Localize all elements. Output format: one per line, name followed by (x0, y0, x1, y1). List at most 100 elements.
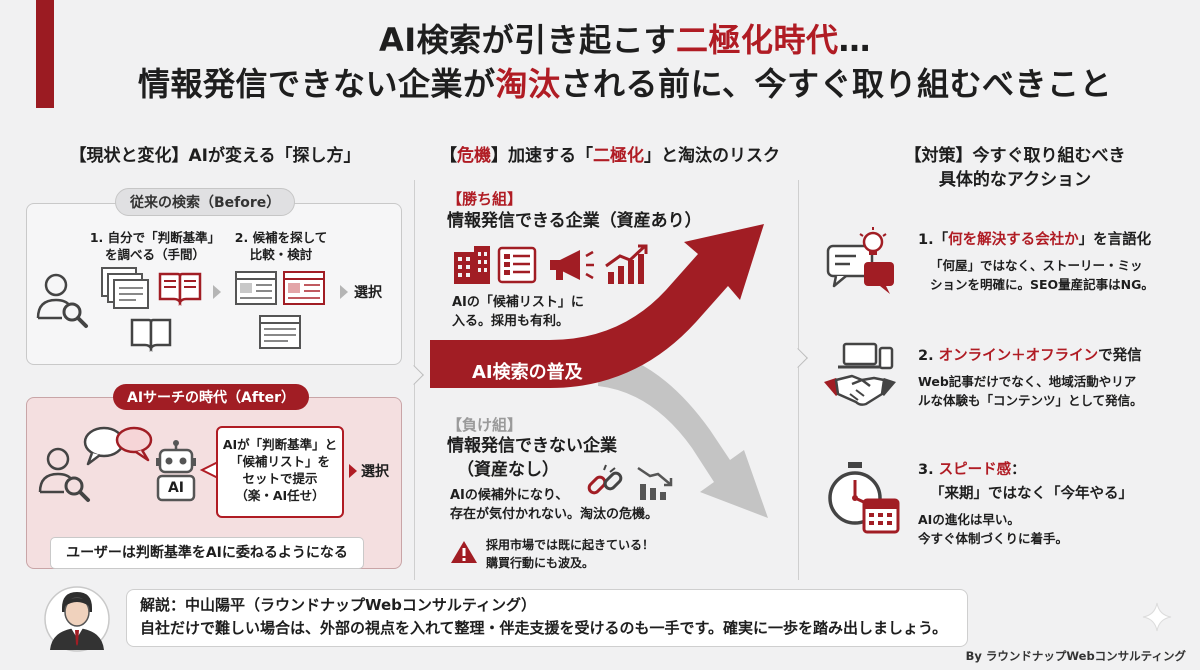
title-line-2: 情報発信できない企業が淘汰される前に、今すぐ取り組むべきこと (60, 62, 1190, 106)
before-arrow-2 (340, 285, 348, 299)
arrow-label: AI検索の普及 (472, 362, 583, 383)
title-line2-text: 情報発信できない企業が (137, 65, 496, 103)
title-accent-bar (36, 0, 54, 108)
mid-heading-highlight: 二極化 (593, 146, 644, 166)
action-1-text: 「何屋」ではなく、ストーリー・ミッ ションを明確に。SEO量産記事はNG。 (930, 256, 1154, 294)
winners-text: AIの「候補リスト」に 入る。採用も有利。 (452, 293, 584, 331)
action-3-num: 3. (918, 462, 939, 478)
action-3-text: AIの進化は早い。 今すぐ体制づくりに着手。 (918, 510, 1068, 548)
title-line1-text: AI検索が引き起こす (378, 21, 677, 59)
losers-title-line1: 情報発信できない企業 (447, 436, 617, 456)
title-line2-highlight: 淘汰 (495, 65, 561, 103)
action-2-highlight: オンライン＋オフライン (938, 348, 1099, 364)
commentary-box (126, 589, 968, 647)
credit-text: By ラウンドナップWebコンサルティング (965, 649, 1186, 663)
bubble-line1: AIが「判断基準」と (222, 437, 338, 452)
after-arrow (349, 464, 357, 478)
action-2-title: 2. オンライン＋オフラインで発信 (918, 346, 1142, 366)
title-line1-ellipsis: … (838, 21, 872, 59)
winners-text-line1: AIの「候補リスト」に (452, 295, 584, 310)
web-page-icon-2 (259, 315, 301, 349)
title-line-1: AI検索が引き起こす二極化時代… (60, 18, 1190, 62)
building-icon (454, 246, 490, 284)
before-step2-line2: 比較・検討 (249, 247, 313, 262)
losers-text-line1: AIの候補外になり、 (450, 488, 569, 503)
warning-line1: 採用市場では既に起きている！ (486, 538, 655, 552)
page-title: AI検索が引き起こす二極化時代… 情報発信できない企業が淘汰される前に、今すぐ取… (60, 18, 1190, 106)
before-step2-line1: 2. 候補を探して (234, 230, 328, 245)
before-pill: 従来の検索（Before） (115, 188, 296, 216)
lightbulb-chat-icon (826, 227, 894, 294)
robot-icon (156, 440, 196, 502)
before-step1-line2: を調べる（手間） (104, 247, 205, 262)
action-3-text-line1: AIの進化は早い。 (918, 512, 1020, 527)
right-column-heading: 【対策】今すぐ取り組むべき 具体的なアクション (850, 144, 1180, 192)
mid-heading-rest: 」と淘汰のリスク (644, 146, 780, 166)
action-2-num: 2. (918, 348, 939, 364)
before-arrow-1 (213, 285, 221, 299)
losers-text-line2: 存在が気付かれない。淘汰の危機。 (450, 507, 659, 522)
mid-heading-danger: 危機 (457, 146, 491, 166)
sparkle-icon (1142, 602, 1172, 632)
bubble-pointer (199, 461, 219, 479)
bubble-line3: セットで提示 (242, 471, 318, 486)
commentary-author: 解説：中山陽平（ラウンドナップWebコンサルティング） (140, 596, 537, 614)
web-page-icon-red (283, 271, 325, 305)
action-1-num: 1.「 (918, 232, 949, 248)
broken-link-icon (587, 464, 623, 495)
action-3-post: ： (1011, 462, 1026, 478)
title-line1-highlight: 二極化時代 (676, 21, 839, 59)
warning-icon (451, 541, 477, 563)
bubble-line4: （楽・AI任せ） (235, 488, 325, 503)
left-divider-chevron (404, 365, 424, 385)
user-search-icon (36, 273, 88, 328)
documents-icon (101, 267, 149, 309)
action-3-text-line2: 今すぐ体制づくりに着手。 (918, 531, 1069, 546)
mid-heading-bracket: 【 (440, 146, 457, 166)
bubble-line2: 「候補リスト」を (229, 454, 330, 469)
web-page-icon (235, 271, 277, 305)
robot-ai-label: AI (167, 480, 185, 496)
chat-bubbles-icon (83, 426, 153, 466)
before-select-label: 選択 (354, 285, 382, 301)
user-search-icon-after (38, 447, 90, 502)
before-search-box (26, 203, 402, 365)
action-3-highlight: スピード感 (938, 462, 1012, 478)
action-2-text-line2: ルな体験も「コンテンツ」として発信。 (918, 393, 1143, 408)
action-3-subtitle: 「来期」ではなく「今年やる」 (930, 486, 1133, 502)
growth-chart-icon (605, 244, 648, 284)
commentary-text: 自社だけで難しい場合は、外部の視点を入れて整理・伴走支援を受けるのも一手です。確… (140, 619, 948, 637)
action-1-title: 1.「何を解決する会社か」を言語化 (918, 230, 1151, 250)
megaphone-icon (550, 250, 594, 280)
winners-title: 情報発信できる企業（資産あり） (447, 211, 702, 231)
winners-text-line2: 入る。採用も有利。 (452, 314, 570, 329)
decline-chart-icon (637, 466, 673, 500)
losers-title: 情報発信できない企業 （資産なし） (447, 434, 617, 482)
after-summary-banner: ユーザーは判断基準をAIに委ねるようになる (50, 537, 364, 569)
right-divider (798, 180, 799, 580)
before-step1: 1. 自分で「判断基準」 を調べる（手間） (80, 229, 230, 263)
action-1-text-line2: ションを明確に。SEO量産記事はNG。 (930, 277, 1154, 292)
list-icon (497, 246, 537, 284)
action-2-post: で発信 (1098, 348, 1142, 364)
losers-title-line2: （資産なし） (457, 460, 559, 480)
title-line2-rest: される前に、今すぐ取り組むべきこと (560, 65, 1113, 103)
warning-text: 採用市場では既に起きている！ 購買行動にも波及。 (486, 536, 654, 572)
action-3-title: 3. スピード感： (918, 460, 1026, 480)
warning-line2: 購買行動にも波及。 (486, 556, 595, 570)
right-heading-line1: 【対策】今すぐ取り組むべき (904, 146, 1126, 166)
middle-column-heading: 【危機】加速する「二極化」と淘汰のリスク (415, 144, 805, 168)
losers-label: 【負け組】 (447, 416, 523, 434)
before-step1-line1: 1. 自分で「判断基準」 (89, 230, 221, 245)
right-heading-line2: 具体的なアクション (938, 170, 1092, 190)
action-2-text: Web記事だけでなく、地域活動やリア ルな体験も「コンテンツ」として発信。 (918, 372, 1143, 410)
action-1-text-line1: 「何屋」ではなく、ストーリー・ミッ (930, 258, 1143, 273)
action-1-post: 」を言語化 (1078, 232, 1152, 248)
stopwatch-calendar-icon (828, 462, 900, 534)
devices-handshake-icon (824, 342, 896, 406)
presenter-avatar-icon (44, 586, 110, 652)
bifurcation-arrows-icon (430, 224, 768, 518)
left-column-heading: 【現状と変化】AIが変える「探し方」 (69, 146, 361, 166)
after-pill: AIサーチの時代（After） (113, 384, 310, 410)
book-icon (158, 272, 202, 307)
